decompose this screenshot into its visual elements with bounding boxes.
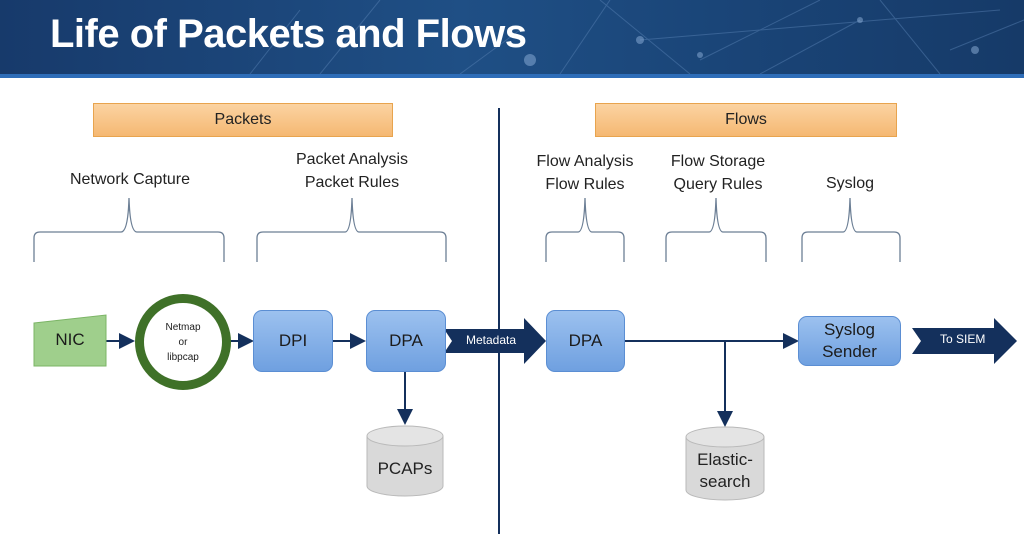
page-title: Life of Packets and Flows xyxy=(50,12,527,56)
network-background-graphic xyxy=(249,0,1024,74)
stage-label-line: Network Capture xyxy=(69,171,191,188)
stage-label-line: Flow Analysis xyxy=(536,153,634,170)
capture-label-line: or xyxy=(178,336,188,348)
stage-label-line: Packet Rules xyxy=(304,174,400,191)
to-siem-label: To SIEM xyxy=(940,332,986,346)
dpa-flows-node: DPA xyxy=(546,310,625,372)
packets-section-banner: Packets xyxy=(93,103,393,137)
elasticsearch-label-line: Elastic- xyxy=(697,450,753,469)
syslog-sender-line: Syslog xyxy=(823,320,875,339)
brace-flow-storage xyxy=(665,197,767,262)
stage-label-line: Flow Rules xyxy=(545,176,625,193)
stage-label-line: Syslog xyxy=(825,175,875,192)
nic-node: NIC xyxy=(55,330,85,349)
pcaps-cylinder xyxy=(366,425,444,497)
brace-network-capture xyxy=(33,197,225,262)
title-banner: Life of Packets and Flows xyxy=(0,0,1024,74)
metadata-arrow xyxy=(444,318,546,364)
brace-syslog xyxy=(801,197,901,262)
stage-label-line: Flow Storage xyxy=(670,153,766,170)
stage-label-flow-storage: Flow Storage Query Rules xyxy=(648,150,788,196)
elasticsearch-label: Elastic- search xyxy=(686,449,764,493)
nic-shape xyxy=(33,314,107,367)
capture-label-line: Netmap xyxy=(165,321,201,333)
stage-label-network-capture: Network Capture xyxy=(40,168,220,191)
syslog-sender-line: Sender xyxy=(822,342,877,361)
dpi-node: DPI xyxy=(253,310,333,372)
stage-label-flow-analysis: Flow Analysis Flow Rules xyxy=(515,150,655,196)
capture-label-line: libpcap xyxy=(167,351,199,363)
elasticsearch-label-line: search xyxy=(699,472,751,491)
capture-node-ring: Netmap or libpcap xyxy=(135,294,231,390)
stage-label-syslog: Syslog xyxy=(790,172,910,195)
stage-label-line: Packet Analysis xyxy=(295,151,409,168)
stage-label-packet-analysis: Packet Analysis Packet Rules xyxy=(262,148,442,194)
elasticsearch-cylinder xyxy=(685,426,765,501)
brace-packet-analysis xyxy=(256,197,447,262)
header-divider xyxy=(0,74,1024,78)
dpa-packets-node: DPA xyxy=(366,310,446,372)
flows-section-banner: Flows xyxy=(595,103,897,137)
syslog-sender-node: Syslog Sender xyxy=(798,316,901,366)
metadata-label: Metadata xyxy=(466,333,517,347)
pcaps-label: PCAPs xyxy=(377,459,433,478)
stage-label-line: Query Rules xyxy=(673,176,763,193)
brace-flow-analysis xyxy=(545,197,625,262)
to-siem-arrow xyxy=(912,318,1017,364)
